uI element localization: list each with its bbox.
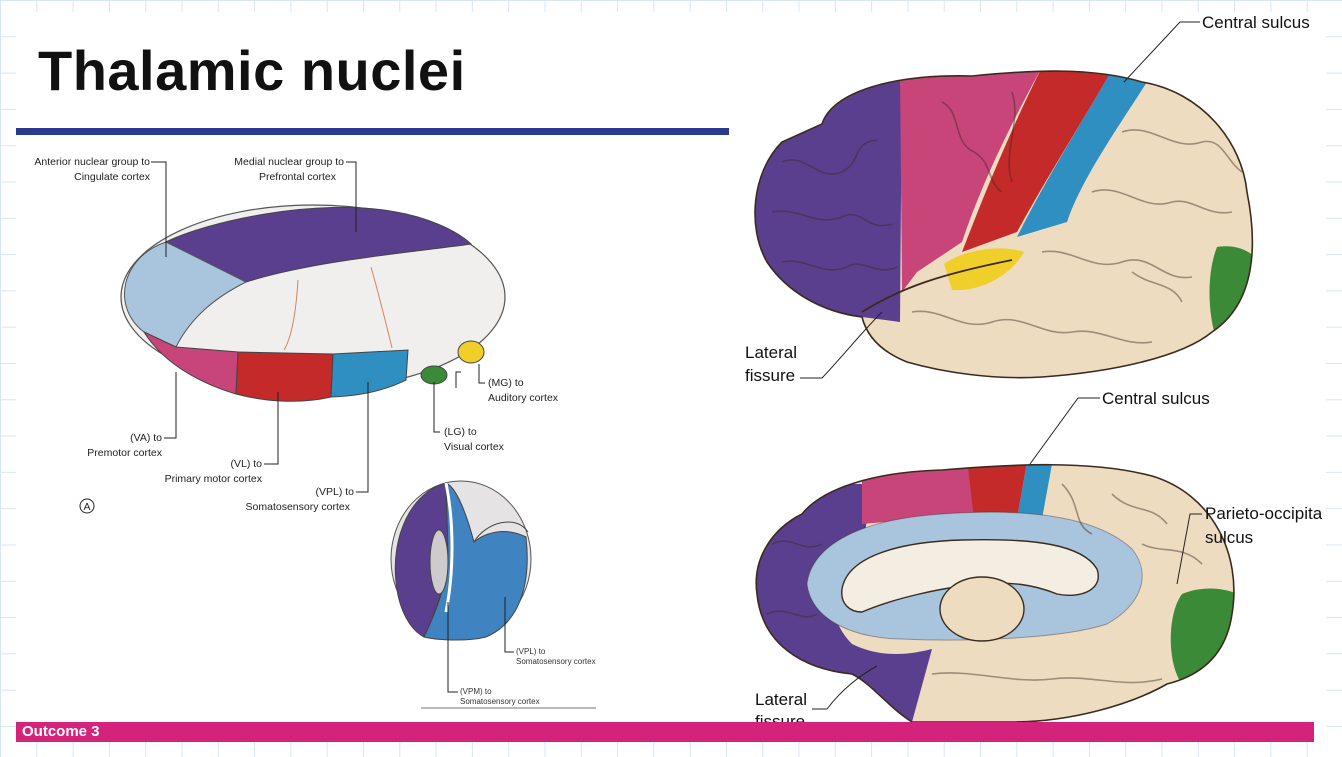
thalamus-diagram: Anterior nuclear group to Cingulate cort…: [34, 156, 596, 709]
thalamus-cross-section: [390, 480, 532, 641]
mg-label-line2: Auditory cortex: [488, 392, 559, 404]
medial-nucleus-region: [164, 206, 473, 283]
section-vpl-label-line2: Somatosensory cortex: [516, 657, 596, 666]
anterior-label-line1: Anterior nuclear group to: [34, 156, 150, 168]
medial-premotor-region: [862, 464, 982, 524]
parieto-occipital-label-line2: sulcus: [1205, 528, 1253, 547]
medial-somatosensory-region: [1017, 464, 1052, 519]
va-label-line2: Premotor cortex: [87, 447, 162, 459]
medial-central-sulcus-label: Central sulcus: [1102, 389, 1210, 408]
medial-label-line1: Medial nuclear group to: [234, 156, 344, 168]
va-label-line1: (VA) to: [130, 432, 162, 444]
vl-label-line2: Primary motor cortex: [165, 473, 263, 485]
section-vpl-label-line1: (VPL) to: [516, 647, 546, 656]
lateral-fissure-label-line1: Lateral: [745, 343, 797, 362]
vl-label-line1: (VL) to: [230, 458, 262, 470]
vl-nucleus-region: [235, 351, 334, 402]
lg-label-line1: (LG) to: [444, 426, 477, 438]
section-vpm-label-line2: Somatosensory cortex: [460, 697, 540, 706]
footer-label: Outcome 3: [22, 723, 100, 740]
lateral-fissure-label-line2: fissure: [745, 366, 795, 385]
slide-title: Thalamic nuclei: [38, 39, 466, 102]
anterior-label-line2: Cingulate cortex: [74, 171, 151, 183]
premotor-region: [900, 71, 1042, 292]
section-vpm-label-line1: (VPM) to: [460, 687, 492, 696]
medial-lateral-fissure-label-line1: Lateral: [755, 690, 807, 709]
somatosensory-region: [1017, 71, 1152, 237]
prefrontal-region: [755, 72, 902, 322]
lg-nucleus-region: [420, 365, 448, 385]
medial-visual-region: [1170, 588, 1234, 684]
medial-motor-region: [967, 464, 1027, 519]
vpl-nucleus-region: [330, 349, 409, 398]
vpl-label-line1: (VPL) to: [315, 486, 354, 498]
lg-label-line2: Visual cortex: [444, 441, 505, 453]
motor-region: [962, 71, 1112, 252]
medial-lateral-fissure-label-line2: fissure: [755, 712, 805, 724]
auditory-region: [944, 248, 1024, 291]
parieto-occipital-label-line1: Parieto-occipital: [1205, 504, 1322, 523]
footer-bar: Outcome 3: [16, 722, 1314, 742]
lateral-brain-diagram: Central sulcus Lateral fissure: [745, 13, 1310, 385]
vpl-label-line2: Somatosensory cortex: [246, 501, 351, 513]
panel-marker: A: [83, 501, 90, 513]
medial-brain-diagram: Central sulcus Parieto-occipital sulcus …: [755, 389, 1322, 724]
slide: Thalamic nuclei Anterior nuclear group t…: [16, 12, 1326, 742]
mg-label-line1: (MG) to: [488, 377, 524, 389]
title-underline: [16, 128, 729, 135]
lateral-central-sulcus-label: Central sulcus: [1202, 13, 1310, 32]
medial-label-line2: Prefrontal cortex: [259, 171, 337, 183]
visual-region: [1209, 246, 1253, 343]
mg-nucleus-region: [457, 340, 485, 364]
diencephalon: [939, 576, 1025, 642]
panel-marker-circle: [79, 498, 95, 514]
corpus-callosum: [841, 538, 1099, 613]
